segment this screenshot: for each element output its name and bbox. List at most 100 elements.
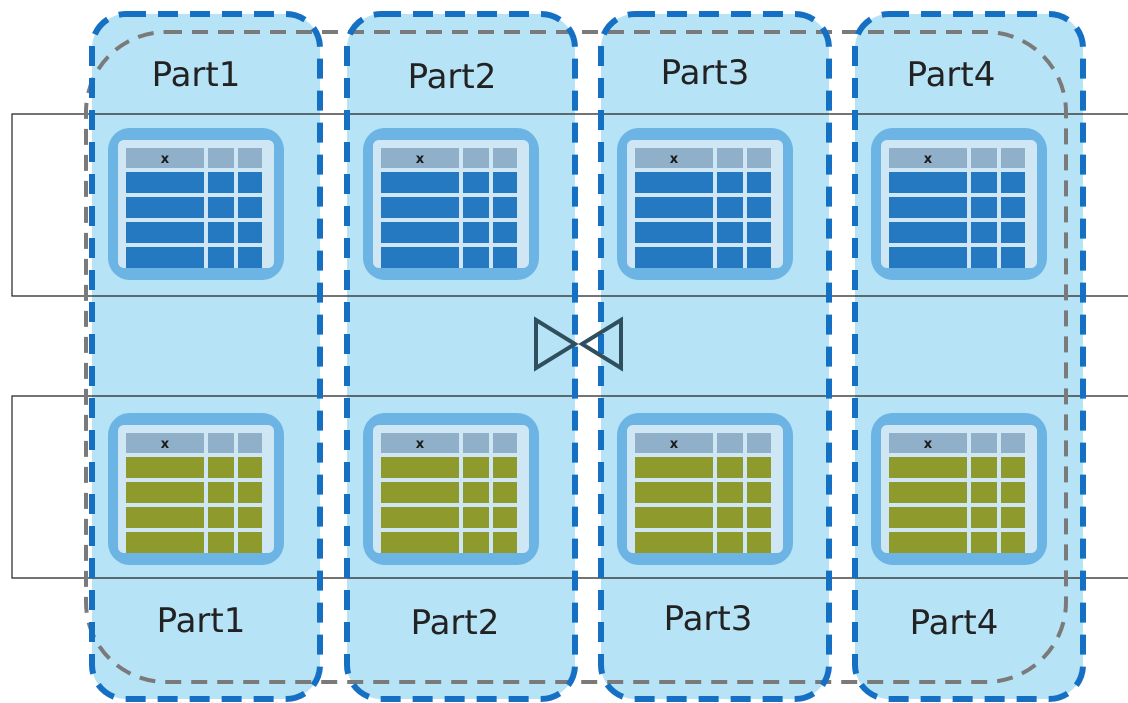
table-data-cell (493, 247, 517, 268)
table-data-cell (126, 172, 204, 193)
table-data-cell (463, 197, 489, 218)
table-header-cell (381, 433, 459, 453)
table-data-cell (971, 222, 997, 243)
partition-column-4 (855, 14, 1083, 699)
table-header-cell (971, 433, 997, 453)
table-data-cell (1001, 222, 1025, 243)
table-data-cell (971, 507, 997, 528)
table-data-cell (635, 247, 713, 268)
join-left-triangle (534, 316, 579, 372)
table-data-cell (238, 247, 262, 268)
table-data-cell (747, 507, 771, 528)
table-data-cell (717, 197, 743, 218)
partition-labels: Part1 Part2 Part3 Part4 Part1 Part2 Part… (152, 53, 999, 643)
table-header-cell (493, 433, 517, 453)
partition-border-2 (344, 11, 578, 702)
table-data-cell (381, 457, 459, 478)
bottom-part-label-1: Part1 (157, 601, 246, 641)
table-data-cell (889, 457, 967, 478)
table-header-cell (747, 433, 771, 453)
partition-column-1 (92, 14, 320, 699)
table-data-cell (1001, 197, 1025, 218)
table-data-cell (208, 197, 234, 218)
table-header-cell (238, 148, 262, 168)
table-header-cell (889, 433, 967, 453)
table-data-cell (717, 482, 743, 503)
table-data-cell (381, 222, 459, 243)
table-header-cell (1001, 433, 1025, 453)
table-header-x-label: x (416, 152, 425, 167)
table-header-cell (493, 148, 517, 168)
table-data-cell (635, 482, 713, 503)
table-data-cell (463, 532, 489, 553)
table-data-cell (635, 222, 713, 243)
table-data-cell (493, 197, 517, 218)
table-data-cell (635, 457, 713, 478)
table-data-cell (381, 507, 459, 528)
table-data-cell (635, 172, 713, 193)
table-data-cell (381, 482, 459, 503)
top-part-label-1: Part1 (152, 55, 241, 95)
table-data-cell (126, 247, 204, 268)
table-header-cell (717, 148, 743, 168)
partition-border-1 (89, 11, 323, 702)
table-data-cell (126, 457, 204, 478)
table-header-cell (463, 148, 489, 168)
table-data-cell (1001, 172, 1025, 193)
bottom-part-label-3: Part3 (664, 599, 753, 639)
top-part-label-2: Part2 (408, 57, 497, 97)
table-data-cell (126, 222, 204, 243)
table-data-cell (463, 457, 489, 478)
table-header-cell (463, 433, 489, 453)
table-header-x-label: x (161, 437, 170, 452)
table-data-cell (717, 532, 743, 553)
table-header-cell (208, 148, 234, 168)
table-band-lines (11, 113, 1128, 579)
table-data-cell (208, 507, 234, 528)
bottom-table-icon-3: x (617, 413, 793, 565)
table-data-cell (126, 507, 204, 528)
bottom-part-label-4: Part4 (910, 603, 999, 643)
table-data-cell (717, 222, 743, 243)
table-data-cell (889, 507, 967, 528)
table-data-cell (208, 247, 234, 268)
table-data-cell (381, 247, 459, 268)
table-data-cell (208, 532, 234, 553)
table-header-cell (635, 433, 713, 453)
top-table-icon-4: x (871, 128, 1047, 280)
table-data-cell (747, 222, 771, 243)
partition-column-3 (601, 14, 829, 699)
table-header-cell (971, 148, 997, 168)
partition-columns (92, 14, 1083, 699)
table-header-cell (889, 148, 967, 168)
table-header-cell (126, 433, 204, 453)
bottom-table-icon-2: x (363, 413, 539, 565)
table-data-cell (493, 222, 517, 243)
table-data-cell (717, 457, 743, 478)
partition-border-3 (598, 11, 832, 702)
table-data-cell (717, 172, 743, 193)
table-data-cell (1001, 247, 1025, 268)
table-data-cell (238, 172, 262, 193)
table-data-cell (747, 457, 771, 478)
table-data-cell (126, 197, 204, 218)
table-data-cell (747, 532, 771, 553)
table-data-cell (238, 532, 262, 553)
table-data-cell (381, 532, 459, 553)
table-data-cell (889, 482, 967, 503)
join-right-triangle (578, 316, 623, 372)
table-header-cell (238, 433, 262, 453)
table-data-cell (463, 172, 489, 193)
bottom-table-icon-4: x (871, 413, 1047, 565)
table-data-cell (1001, 507, 1025, 528)
top-table-icon-2: x (363, 128, 539, 280)
table-data-cell (1001, 532, 1025, 553)
table-header-cell (381, 148, 459, 168)
table-data-cell (463, 482, 489, 503)
table-data-cell (971, 197, 997, 218)
table-data-cell (463, 507, 489, 528)
table-data-cell (1001, 482, 1025, 503)
top-table-icon-3: x (617, 128, 793, 280)
table-header-x-label: x (416, 437, 425, 452)
